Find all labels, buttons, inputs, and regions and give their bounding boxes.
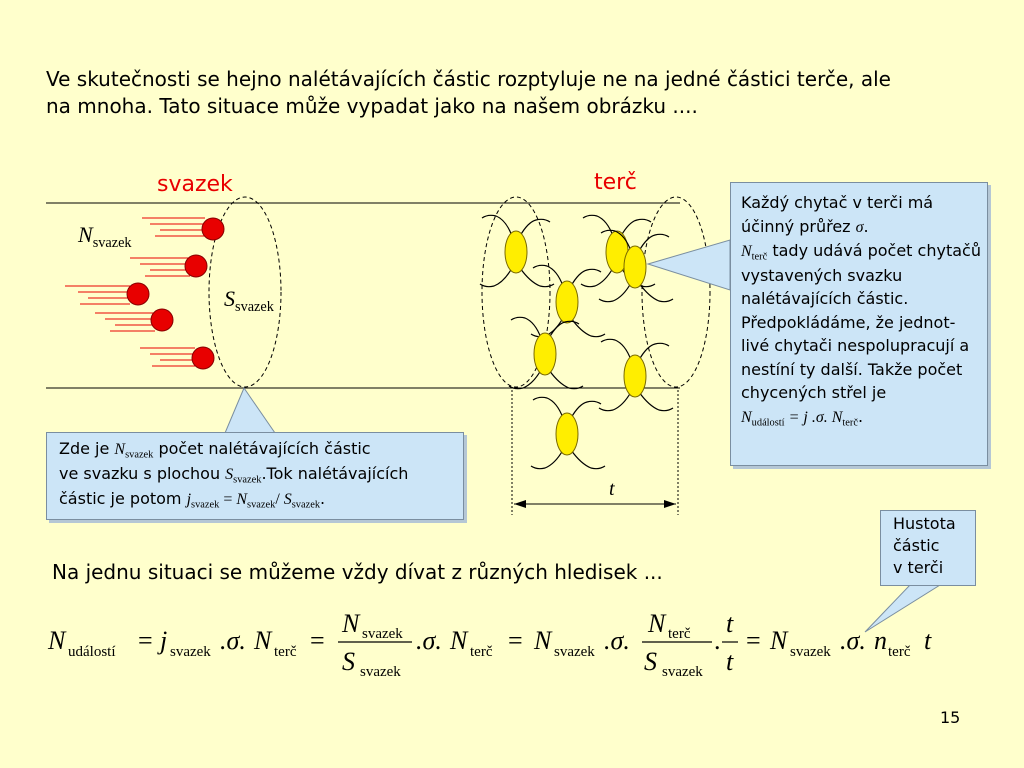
- label-svazek: svazek: [157, 172, 233, 197]
- eq-sub: událostí: [68, 644, 116, 660]
- density-callout-box: Hustota částic v terči: [880, 510, 976, 586]
- particle: [191, 346, 215, 370]
- eq-op: .: [714, 626, 721, 655]
- right-callout-pointer: [646, 239, 731, 291]
- particle: [150, 308, 174, 332]
- eq-term: N: [47, 626, 67, 655]
- eq-op: .σ.: [840, 626, 866, 655]
- catcher: [530, 264, 606, 338]
- eq-op: .σ.: [220, 626, 246, 655]
- particle: [201, 217, 225, 241]
- event-count-equation: N událostí = j svazek .σ. N terč = N sva…: [47, 609, 932, 680]
- catcher: [598, 338, 674, 412]
- eq-equals: =: [508, 626, 523, 655]
- eq-term: S: [644, 647, 657, 676]
- particle: [184, 254, 208, 278]
- eq-term: t: [726, 647, 734, 676]
- eq-term: N: [253, 626, 273, 655]
- label-n-svazek: Nsvazek: [78, 222, 132, 251]
- label-s-svazek: Ssvazek: [224, 286, 274, 315]
- eq-term: n: [874, 626, 887, 655]
- left-callout-pointer: [224, 386, 276, 434]
- eq-sub: terč: [888, 644, 911, 660]
- eq-term: j: [157, 626, 167, 655]
- eq-term: N: [533, 626, 553, 655]
- eq-sub: svazek: [662, 664, 703, 680]
- eq-term: t: [924, 626, 932, 655]
- eq-sub: svazek: [360, 664, 401, 680]
- eq-op: .σ.: [604, 626, 630, 655]
- right-callout-box: Každý chytač v terči má účinný průřez σ.…: [730, 182, 988, 466]
- eq-sub: svazek: [554, 644, 595, 660]
- eq-op: .σ.: [416, 626, 442, 655]
- bottom-statement: Na jednu situaci se můžeme vždy dívat z …: [52, 560, 663, 584]
- left-callout-box: Zde je Nsvazek počet nalétávajících část…: [46, 432, 464, 520]
- eq-sub: terč: [668, 626, 691, 642]
- eq-term: N: [647, 609, 667, 638]
- particle: [126, 282, 150, 306]
- eq-equals: =: [310, 626, 325, 655]
- eq-sub: svazek: [170, 644, 211, 660]
- eq-sub: svazek: [790, 644, 831, 660]
- page-number: 15: [940, 708, 961, 727]
- beam-cross-section: [208, 196, 282, 388]
- eq-equals: =: [746, 626, 761, 655]
- eq-term: N: [449, 626, 469, 655]
- eq-term: S: [342, 647, 355, 676]
- eq-equals: =: [138, 626, 153, 655]
- eq-term: N: [769, 626, 789, 655]
- catcher: [508, 316, 584, 390]
- eq-sub: terč: [470, 644, 493, 660]
- eq-term: t: [726, 609, 734, 638]
- label-terc: terč: [594, 170, 637, 195]
- eq-sub: terč: [274, 644, 297, 660]
- catcher: [530, 396, 606, 470]
- target-back-ellipse: [641, 196, 711, 388]
- label-thickness: t: [609, 478, 615, 500]
- eq-term: N: [341, 609, 361, 638]
- intro-paragraph: Ve skutečnosti se hejno nalétávajících č…: [46, 67, 891, 118]
- beam-particles: [65, 217, 205, 367]
- target-front-ellipse: [481, 196, 551, 388]
- eq-sub: svazek: [362, 626, 403, 642]
